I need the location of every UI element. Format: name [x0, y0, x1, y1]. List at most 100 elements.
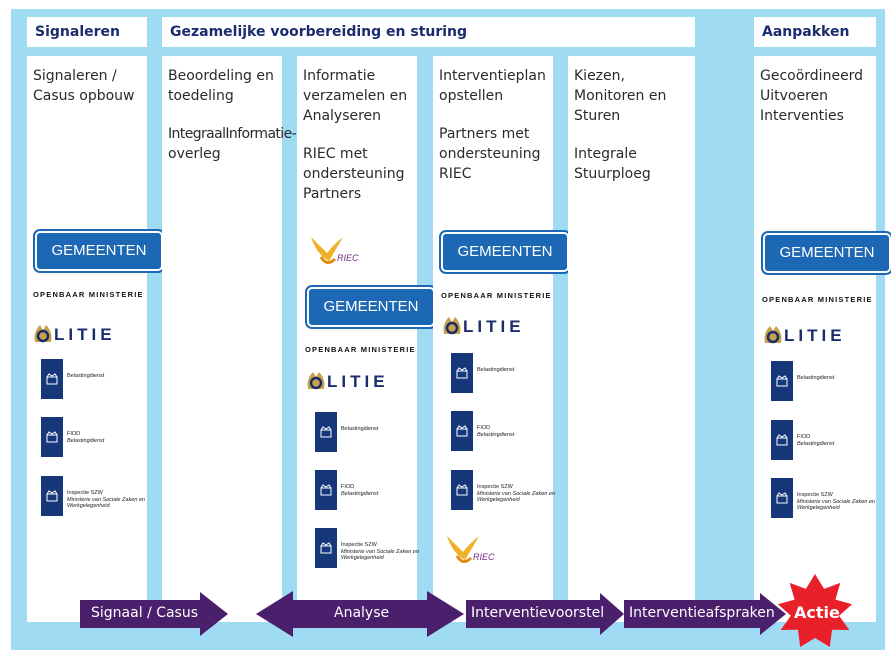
logo-text: Belastingdienst	[67, 437, 105, 444]
logo-text: Ministerie van Sociale Zaken en	[797, 498, 875, 505]
header-aanpakken: Aanpakken	[754, 17, 876, 47]
logo-text: Werkgelegenheid	[797, 505, 840, 511]
arrow-interventievoorstel	[466, 593, 624, 635]
logo-text: Belastingdienst	[477, 431, 515, 438]
crown-crest-icon	[776, 375, 788, 387]
column-line: Gecoördineerd	[760, 68, 864, 84]
crown-crest-icon	[46, 490, 58, 502]
flow-label-signaal: Signaal / Casus	[91, 605, 199, 621]
politie-logo: LITIE	[762, 323, 846, 349]
crown-crest-icon	[776, 492, 788, 504]
column-text: Informatie verzamelen en Analyseren RIEC…	[303, 66, 413, 204]
logo-text: Belastingdienst	[67, 373, 105, 379]
riec-logo: RIEC	[307, 231, 367, 271]
flow-label-interventieafspraken: Interventieafspraken	[629, 605, 775, 621]
flow-label-actie: Actie	[794, 603, 840, 622]
politie-emblem-icon	[443, 317, 461, 335]
header-gezamenlijk: Gezamelijke voorbereiding en sturing	[162, 17, 695, 47]
header-signaleren: Signaleren	[27, 17, 147, 47]
column-informatie: Informatie verzamelen en Analyseren RIEC…	[297, 56, 437, 622]
logo-text: Ministerie van Sociale Zaken en	[67, 496, 145, 503]
column-line: Stuurploeg	[574, 166, 651, 182]
column-line: verzamelen en	[303, 88, 408, 104]
column-text: Beoordeling en toedeling IntegraalInform…	[168, 66, 297, 164]
column-uitvoeren: Gecoördineerd Uitvoeren Interventies GEM…	[754, 56, 891, 622]
politie-emblem-icon	[307, 372, 325, 390]
logo-text: Werkgelegenheid	[67, 503, 110, 509]
flow-label-interventievoorstel: Interventievoorstel	[471, 605, 605, 621]
column-line: Analyseren	[303, 108, 382, 124]
crown-crest-icon	[46, 431, 58, 443]
column-line: RIEC met	[303, 146, 368, 162]
column-line: ondersteuning	[303, 166, 405, 182]
arrow-interventieafspraken	[624, 593, 786, 635]
logo-text: Ministerie van Sociale Zaken en	[477, 490, 555, 497]
gemeenten-logo: GEMEENTEN	[439, 230, 571, 274]
column-signaleren: Signaleren / Casus opbouw GEMEENTEN OPEN…	[27, 56, 165, 622]
crown-crest-icon	[320, 542, 332, 554]
gemeenten-logo: GEMEENTEN	[761, 231, 891, 275]
column-line: Partners	[303, 186, 362, 202]
column-line: Interventieplan	[439, 68, 546, 84]
column-line: ondersteuning	[439, 146, 541, 162]
politie-text: LITIE	[463, 317, 525, 336]
column-line: Beoordeling en	[168, 68, 274, 84]
logo-text: Inspectie SZW	[477, 484, 513, 490]
politie-emblem-icon	[34, 325, 52, 343]
logo-text: Belastingdienst	[341, 426, 379, 432]
column-kiezen: Kiezen, Monitoren en Sturen Integrale St…	[568, 56, 695, 622]
header-gezamenlijk-label: Gezamelijke voorbereiding en sturing	[170, 24, 468, 40]
column-line: Sturen	[574, 108, 621, 124]
riec-bird-icon	[311, 237, 343, 264]
politie-logo: LITIE	[32, 322, 116, 348]
column-line: opstellen	[439, 88, 504, 104]
column-line: Signaleren /	[33, 68, 117, 84]
crown-crest-icon	[320, 426, 332, 438]
crown-crest-icon	[456, 425, 468, 437]
column-text: Interventieplan opstellen Partners met o…	[439, 66, 549, 184]
column-text: Kiezen, Monitoren en Sturen Integrale St…	[574, 66, 691, 184]
logo-text: FIOD	[341, 484, 355, 490]
column-line: Uitvoeren	[760, 88, 829, 104]
column-beoordeling: Beoordeling en toedeling IntegraalInform…	[162, 56, 297, 622]
om-logo: OPENBAAR MINISTERIE	[762, 295, 873, 304]
gemeenten-logo: GEMEENTEN	[305, 285, 437, 329]
crown-crest-icon	[320, 484, 332, 496]
logo-text: Belastingdienst	[477, 367, 515, 373]
column-line: Kiezen,	[574, 68, 625, 84]
crown-crest-icon	[776, 434, 788, 446]
column-line: Partners met	[439, 126, 530, 142]
column-line: Informatie	[303, 68, 376, 84]
header-aanpakken-label: Aanpakken	[762, 24, 850, 40]
column-line: RIEC	[439, 166, 472, 182]
politie-text: LITIE	[327, 372, 389, 391]
column-line: overleg	[168, 146, 221, 162]
crown-crest-icon	[46, 373, 58, 385]
actie-star-burst	[777, 574, 853, 647]
om-logo: OPENBAAR MINISTERIE	[305, 345, 416, 354]
politie-logo: LITIE	[305, 369, 389, 395]
politie-text: LITIE	[784, 326, 846, 345]
om-logo: OPENBAAR MINISTERIE	[33, 290, 144, 299]
column-line: Integrale	[574, 146, 637, 162]
logo-text: Belastingdienst	[341, 490, 379, 497]
logo-text: FIOD	[477, 425, 491, 431]
logo-text: FIOD	[797, 434, 811, 440]
header-signaleren-label: Signaleren	[35, 24, 120, 40]
logo-text: Belastingdienst	[797, 375, 835, 381]
riec-text: RIEC	[473, 552, 495, 562]
logo-text: Werkgelegenheid	[477, 497, 520, 503]
riec-text: RIEC	[337, 253, 359, 263]
logo-text: Belastingdienst	[797, 440, 835, 447]
logo-text: Werkgelegenheid	[341, 555, 384, 561]
logo-text: Inspectie SZW	[67, 490, 103, 496]
crown-crest-icon	[456, 367, 468, 379]
riec-logo: RIEC	[443, 530, 503, 570]
om-logo: OPENBAAR MINISTERIE	[441, 291, 552, 300]
gemeenten-logo: GEMEENTEN	[33, 229, 165, 273]
column-line: Monitoren en	[574, 88, 667, 104]
column-interventieplan: Interventieplan opstellen Partners met o…	[433, 56, 571, 622]
column-line: toedeling	[168, 88, 234, 104]
arrow-signaal	[80, 592, 228, 636]
